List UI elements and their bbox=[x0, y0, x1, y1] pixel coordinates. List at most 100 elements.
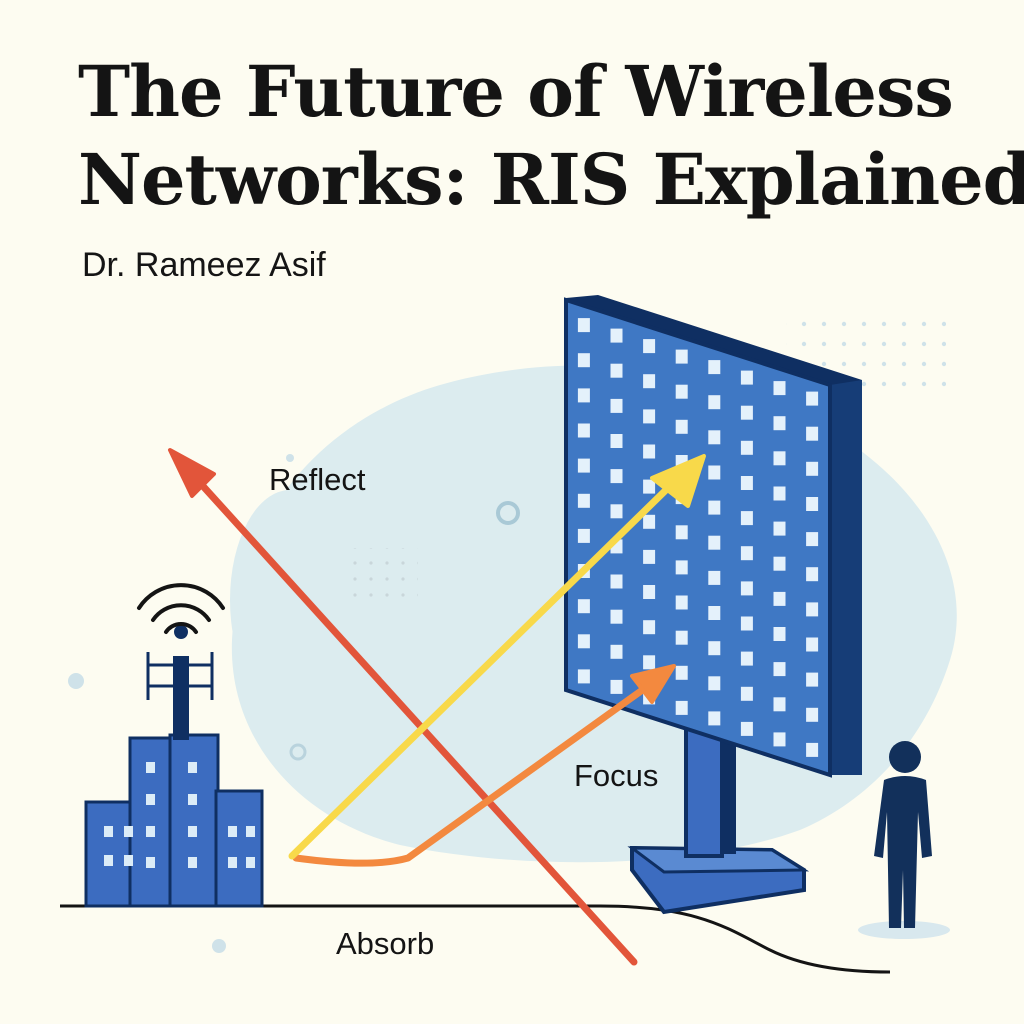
incident-arrow bbox=[288, 454, 706, 860]
title-line-2: Networks: RIS Explained bbox=[78, 138, 1024, 221]
ris-element bbox=[708, 465, 721, 480]
ris-element bbox=[610, 679, 623, 694]
ris-element bbox=[643, 339, 656, 354]
dot-grid-center bbox=[352, 548, 418, 608]
ris-element bbox=[806, 426, 819, 441]
ris-element bbox=[806, 391, 819, 406]
ris-element bbox=[675, 384, 688, 399]
ris-element bbox=[773, 697, 786, 712]
ris-element-grid bbox=[577, 318, 819, 757]
ris-element bbox=[610, 609, 623, 624]
ris-element bbox=[708, 430, 721, 445]
ris-element bbox=[773, 416, 786, 431]
ris-element bbox=[773, 381, 786, 396]
ris-element bbox=[643, 444, 656, 459]
ground-line bbox=[60, 904, 891, 974]
ris-element bbox=[708, 641, 721, 656]
ris-element bbox=[643, 655, 656, 670]
ris-element bbox=[773, 732, 786, 747]
poster-title: The Future of Wireless Networks: RIS Exp… bbox=[78, 48, 1024, 224]
dot-decoration bbox=[68, 673, 84, 689]
background-blob-left bbox=[230, 490, 350, 710]
ris-element bbox=[577, 423, 590, 438]
ris-element bbox=[806, 707, 819, 722]
ris-element bbox=[675, 560, 688, 575]
ris-element bbox=[806, 532, 819, 547]
ris-element bbox=[773, 521, 786, 536]
ris-element bbox=[675, 630, 688, 645]
ris-element bbox=[675, 665, 688, 680]
dot-decoration bbox=[286, 454, 294, 462]
ris-element bbox=[708, 606, 721, 620]
ris-element bbox=[643, 409, 656, 424]
ris-element bbox=[675, 525, 688, 540]
absorb-label: Absorb bbox=[336, 926, 435, 961]
focus-arrow bbox=[292, 664, 676, 867]
reflect-label: Reflect bbox=[269, 462, 366, 497]
ris-element bbox=[708, 500, 721, 515]
ris-element bbox=[740, 651, 753, 666]
ris-element bbox=[773, 662, 786, 677]
ris-element bbox=[708, 395, 721, 410]
ris-element bbox=[708, 535, 721, 550]
ris-element bbox=[577, 528, 590, 543]
ris-element bbox=[708, 360, 721, 375]
ris-element bbox=[806, 637, 819, 652]
ris-element bbox=[643, 479, 656, 494]
dot-decoration bbox=[212, 939, 226, 953]
ris-element bbox=[806, 461, 819, 476]
ris-element bbox=[577, 353, 590, 368]
ris-element bbox=[740, 511, 753, 526]
focus-label: Focus bbox=[574, 758, 659, 793]
ris-element bbox=[773, 556, 786, 571]
ris-element bbox=[740, 405, 753, 420]
ris-element bbox=[610, 434, 623, 448]
ris-element bbox=[610, 574, 623, 589]
ris-element bbox=[610, 469, 623, 484]
ring-decoration bbox=[496, 501, 520, 525]
ris-element bbox=[740, 546, 753, 561]
ris-element bbox=[740, 370, 753, 385]
ring-decoration-small bbox=[289, 743, 307, 761]
cell-tower-icon bbox=[146, 625, 214, 740]
wifi-signal-icon bbox=[137, 583, 225, 634]
ris-element bbox=[610, 363, 623, 378]
person-icon bbox=[858, 741, 950, 939]
reflect-arrow bbox=[168, 448, 638, 966]
ris-element bbox=[740, 581, 753, 596]
ris-element bbox=[675, 595, 688, 610]
ris-element bbox=[806, 497, 819, 511]
ris-element bbox=[577, 318, 590, 333]
ris-element bbox=[643, 585, 656, 599]
ris-element bbox=[806, 742, 819, 757]
ris-element bbox=[577, 669, 590, 684]
ris-element bbox=[773, 591, 786, 606]
ris-element bbox=[806, 602, 819, 617]
ris-element bbox=[708, 570, 721, 585]
ris-element bbox=[577, 493, 590, 508]
ris-element bbox=[643, 374, 656, 389]
ris-element bbox=[740, 721, 753, 736]
ris-element bbox=[806, 672, 819, 687]
ris-element bbox=[610, 398, 623, 413]
ris-element bbox=[610, 504, 623, 519]
ris-element bbox=[577, 634, 590, 649]
ris-element bbox=[740, 440, 753, 455]
ris-element bbox=[740, 616, 753, 631]
ris-element bbox=[577, 458, 590, 473]
ris-element bbox=[643, 620, 656, 635]
ris-element bbox=[675, 419, 688, 434]
ris-element bbox=[643, 549, 656, 564]
ris-element bbox=[610, 328, 623, 343]
ris-element bbox=[577, 599, 590, 614]
building-icon bbox=[84, 733, 264, 908]
ris-element bbox=[740, 476, 753, 490]
ris-element bbox=[708, 676, 721, 691]
ris-element bbox=[675, 349, 688, 364]
ris-element bbox=[577, 388, 590, 403]
title-line-1: The Future of Wireless bbox=[78, 50, 954, 133]
ris-element bbox=[773, 627, 786, 641]
ris-element bbox=[806, 567, 819, 582]
